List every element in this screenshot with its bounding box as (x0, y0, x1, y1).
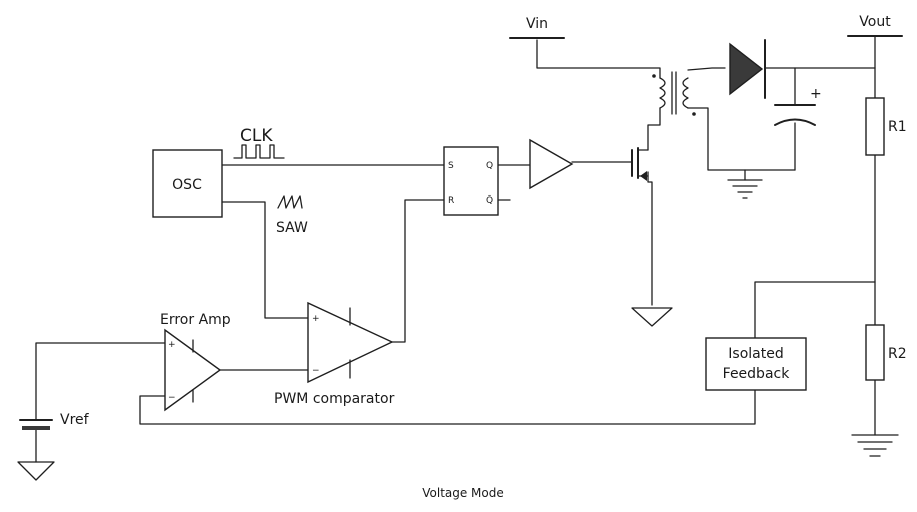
wire-feedback-to-error-amp (139, 389, 756, 425)
vout-label: Vout (859, 14, 891, 30)
vref-ground-symbol (17, 461, 55, 481)
secondary-dot (692, 112, 696, 116)
output-capacitor: + (774, 86, 822, 126)
oscillator: OSC (152, 149, 223, 218)
wire-divider-to-feedback (754, 281, 876, 339)
saw-label: SAW (276, 220, 308, 236)
isolated-feedback-line2: Feedback (723, 366, 791, 382)
vout-supply: Vout (847, 14, 903, 37)
transformer (652, 71, 696, 116)
saw-waveform (277, 195, 303, 209)
isolated-feedback: Isolated Feedback (705, 337, 807, 391)
vref-source: Vref (17, 412, 90, 481)
r1-label: R1 (888, 119, 907, 135)
error-amp-plus: + (168, 340, 176, 350)
r2-label: R2 (888, 346, 907, 362)
wire-comparator-to-latch (391, 199, 445, 343)
latch-pin-s: S (448, 161, 454, 171)
gate-driver (529, 138, 574, 190)
error-amp-label: Error Amp (160, 312, 231, 328)
latch-pin-q-bar: Q̄ (486, 194, 493, 206)
pwm-comparator: + − PWM comparator (274, 301, 395, 407)
divider-ground (851, 434, 899, 457)
driver-triangle (529, 138, 574, 190)
isolated-feedback-line1: Isolated (728, 346, 783, 362)
output-diode (729, 39, 766, 99)
comparator-minus: − (312, 366, 320, 376)
switch-ground-symbol (631, 307, 673, 327)
resistor-r1: R1 (865, 97, 907, 156)
clk-waveform (233, 144, 285, 159)
mosfet (631, 147, 649, 181)
comparator-plus: + (312, 314, 320, 324)
error-amp: + − Error Amp (160, 312, 231, 412)
sr-latch: S R Q Q̄ (443, 146, 499, 216)
error-amp-minus: − (168, 393, 176, 403)
wire-secondary-to-diode (687, 67, 726, 71)
wire-vref-to-error-amp (35, 342, 166, 421)
primary-winding (659, 77, 666, 109)
wires (35, 35, 876, 463)
r1-body (865, 97, 885, 156)
diagram-caption: Voltage Mode (422, 486, 504, 500)
pwm-comparator-label: PWM comparator (274, 391, 395, 407)
divider-ground-symbol (851, 434, 899, 457)
wire-vin-to-primary (536, 39, 661, 79)
osc-label: OSC (172, 177, 202, 193)
cap-polarity-label: + (810, 86, 822, 102)
vref-label: Vref (60, 412, 90, 428)
vin-label: Vin (526, 16, 548, 32)
latch-pin-q: Q (486, 161, 493, 171)
vref-plate-bottom (22, 426, 50, 430)
resistor-r2: R2 (865, 324, 907, 381)
wire-secondary-return (687, 107, 796, 171)
output-ground (727, 179, 763, 199)
vin-supply: Vin (509, 16, 565, 39)
wire-primary-to-drain (647, 107, 661, 151)
primary-dot (652, 74, 656, 78)
mosfet-arrow (640, 171, 647, 181)
transformer-core (671, 71, 677, 115)
isolated-feedback-box (705, 337, 807, 391)
output-ground-symbol (727, 179, 763, 199)
wire-source-to-ground (647, 171, 653, 306)
saw-signal: SAW (276, 195, 308, 236)
clk-signal: CLK (233, 126, 285, 159)
diode-body (729, 42, 764, 96)
cap-plate-bottom (774, 118, 816, 126)
latch-body (443, 146, 499, 216)
wire-saw-to-comparator (221, 201, 309, 319)
r2-body (865, 324, 885, 381)
latch-pin-r: R (448, 196, 454, 206)
switch-ground (631, 307, 673, 327)
secondary-winding (682, 77, 689, 109)
clk-label: CLK (240, 126, 273, 146)
osc-box (152, 149, 223, 218)
